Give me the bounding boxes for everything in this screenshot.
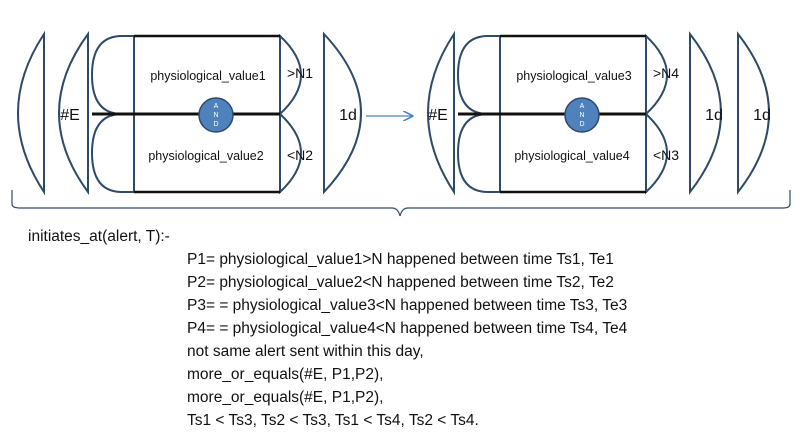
- rule-condition: P1= physiological_value1>N happened betw…: [187, 251, 614, 268]
- right-bottom-cap: [456, 113, 501, 193]
- rule-condition: P3= = physiological_value3<N happened be…: [187, 297, 628, 314]
- left-top-threshold: >N1: [287, 65, 313, 81]
- right-and-d: D: [579, 121, 584, 128]
- right-and-n: N: [579, 112, 584, 119]
- left-outer-crescent: [17, 30, 45, 196]
- right-count-label: #E: [428, 107, 448, 124]
- rule-condition: Ts1 < Ts3, Ts2 < Ts3, Ts1 < Ts4, Ts2 < T…: [187, 412, 479, 429]
- right-top-value: physiological_value3: [516, 69, 631, 83]
- right-window-label-2: 1d: [753, 107, 771, 124]
- left-window-label: 1d: [339, 107, 357, 124]
- rule-condition: more_or_equals(#E, P1,P2),: [187, 366, 384, 383]
- left-bottom-value: physiological_value2: [148, 149, 263, 163]
- rule-condition: more_or_equals(#E, P1,P2),: [187, 389, 384, 406]
- right-and-a: A: [580, 103, 585, 110]
- event-pattern-diagram: A N D A N D #E physiological_value1 phys…: [11, 30, 791, 217]
- rule-condition: P4= = physiological_value4<N happened be…: [187, 320, 628, 337]
- left-and-d: D: [213, 121, 218, 128]
- rule-condition: not same alert sent within this day,: [187, 343, 424, 360]
- left-bottom-threshold-shape: [279, 111, 302, 195]
- left-and-node: [198, 97, 234, 133]
- left-and-a: A: [214, 103, 219, 110]
- left-count-shape: [58, 30, 89, 196]
- right-window-label-1: 1d: [705, 107, 723, 124]
- right-bottom-value: physiological_value4: [514, 149, 629, 163]
- rule-head: initiates_at(alert, T):-: [28, 228, 170, 245]
- right-window-shape-2: [737, 31, 770, 195]
- right-window-shape-1: [689, 31, 722, 195]
- right-top-threshold-shape: [645, 33, 668, 117]
- right-outer-crescent: [427, 30, 455, 196]
- left-bottom-cap: [90, 113, 135, 193]
- left-top-threshold-shape: [279, 33, 302, 117]
- right-bottom-threshold-shape: [645, 111, 668, 195]
- rule-condition: P2= physiological_value2<N happened betw…: [187, 274, 614, 291]
- left-count-label: #E: [60, 107, 80, 124]
- right-top-threshold: >N4: [653, 65, 679, 81]
- left-window-shape: [323, 31, 362, 195]
- left-bottom-threshold: <N2: [287, 147, 313, 163]
- left-and-n: N: [213, 112, 218, 119]
- right-and-node: [564, 97, 600, 133]
- bottom-brace: [11, 190, 791, 217]
- right-bottom-threshold: <N3: [653, 147, 679, 163]
- left-top-value: physiological_value1: [150, 69, 265, 83]
